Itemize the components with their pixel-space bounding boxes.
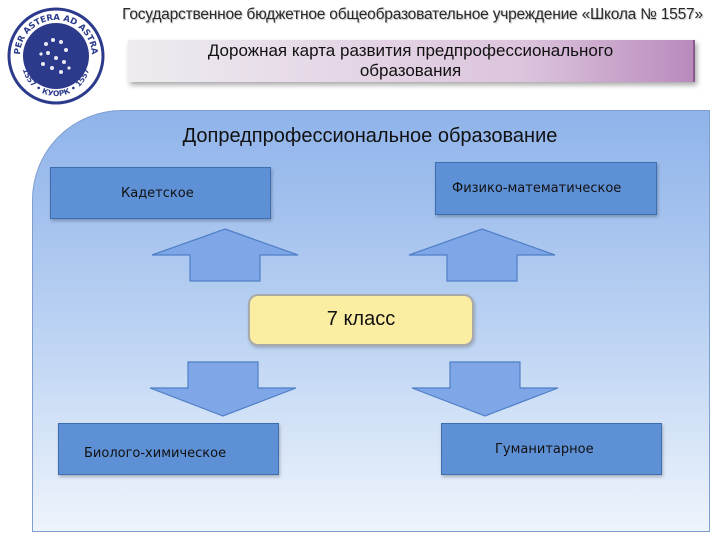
arrow-up-right xyxy=(408,228,556,282)
box-humanities: Гуманитарное xyxy=(441,423,662,475)
school-logo: PER ASTERA AD ASTRA 1557 • КУОРК • 1557 xyxy=(7,7,105,105)
center-grade-label: 7 класс xyxy=(326,308,396,330)
box-biology-chemistry: Биолого-химическое xyxy=(58,423,279,475)
diagram-title: Допредпрофессиональное образование xyxy=(182,125,558,147)
arrow-down-right xyxy=(411,361,559,417)
box-cadet-label: Кадетское xyxy=(121,186,194,201)
banner-title-line-1: Дорожная карта развития предпрофессионал… xyxy=(207,41,614,60)
title-banner: Дорожная карта развития предпрофессионал… xyxy=(128,40,695,82)
box-physics-math-label: Физико-математическое xyxy=(452,181,622,196)
center-grade-box: 7 класс xyxy=(248,294,474,346)
arrow-down-left xyxy=(149,361,297,417)
box-physics-math: Физико-математическое xyxy=(435,162,657,215)
organization-title: Государственное бюджетное общеобразовате… xyxy=(122,6,703,23)
box-humanities-label: Гуманитарное xyxy=(495,442,594,457)
box-biology-chemistry-label: Биолого-химическое xyxy=(84,446,227,461)
box-cadet: Кадетское xyxy=(50,167,271,219)
banner-title-line-2: образования xyxy=(359,61,462,80)
arrow-up-left xyxy=(151,228,299,282)
